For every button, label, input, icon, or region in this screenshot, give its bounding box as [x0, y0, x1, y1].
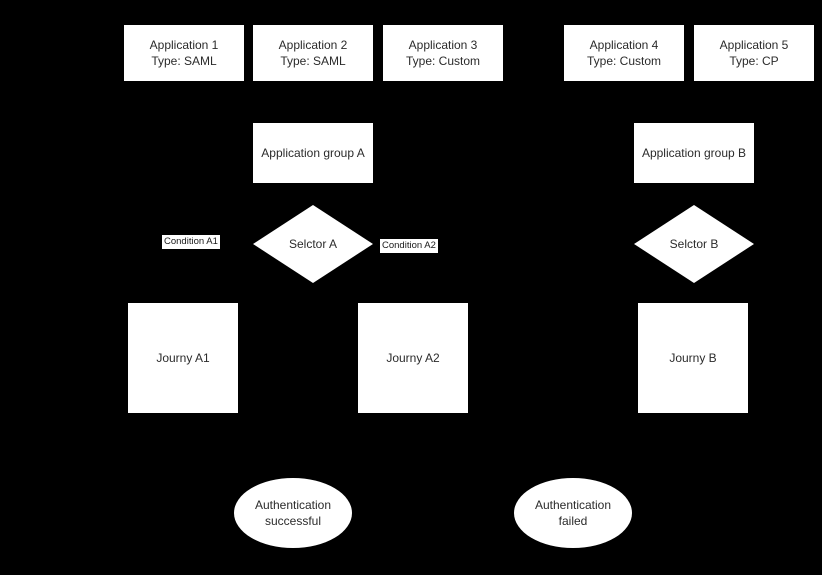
outcome-authentication-failed[interactable]: Authentication failed — [514, 478, 632, 548]
application-node-4-name: Application 4 — [589, 37, 659, 52]
journey-a1-label: Journy A1 — [156, 350, 210, 365]
outcome-failed-line-2: failed — [558, 514, 588, 528]
application-node-2-name: Application 2 — [278, 37, 348, 52]
application-node-1[interactable]: Application 1 Type: SAML — [124, 25, 244, 81]
application-node-3-name: Application 3 — [408, 37, 478, 52]
application-node-5[interactable]: Application 5 Type: CP — [694, 25, 814, 81]
selector-b-label: Selctor B — [669, 236, 719, 251]
application-node-1-type: Type: SAML — [151, 54, 217, 68]
selector-b[interactable]: Selctor B — [634, 205, 754, 283]
condition-label-a2: Condition A2 — [380, 239, 438, 253]
application-group-a[interactable]: Application group A — [253, 123, 373, 183]
application-node-1-text: Application 1 Type: SAML — [124, 37, 244, 69]
application-node-5-text: Application 5 Type: CP — [694, 37, 814, 69]
outcome-successful-line-1: Authentication — [254, 497, 332, 512]
application-group-b-label: Application group B — [641, 145, 747, 160]
application-node-4[interactable]: Application 4 Type: Custom — [564, 25, 684, 81]
outcome-failed-line-1: Authentication — [534, 497, 612, 512]
outcome-successful-line-2: successful — [264, 514, 322, 528]
journey-a1[interactable]: Journy A1 — [128, 303, 238, 413]
application-node-3-type: Type: Custom — [405, 54, 481, 68]
application-node-4-type: Type: Custom — [586, 54, 662, 68]
application-node-2-text: Application 2 Type: SAML — [253, 37, 373, 69]
application-node-1-name: Application 1 — [149, 37, 219, 52]
selector-a[interactable]: Selctor A — [253, 205, 373, 283]
condition-label-a1: Condition A1 — [162, 235, 220, 249]
journey-a2-label: Journy A2 — [386, 350, 440, 365]
outcome-authentication-successful[interactable]: Authentication successful — [234, 478, 352, 548]
application-node-4-text: Application 4 Type: Custom — [564, 37, 684, 69]
application-group-a-label: Application group A — [261, 145, 365, 160]
selector-a-label: Selctor A — [288, 236, 338, 251]
application-node-3[interactable]: Application 3 Type: Custom — [383, 25, 503, 81]
journey-a2[interactable]: Journy A2 — [358, 303, 468, 413]
application-group-b[interactable]: Application group B — [634, 123, 754, 183]
application-node-2-type: Type: SAML — [280, 54, 346, 68]
journey-b-label: Journy B — [669, 350, 717, 365]
outcome-authentication-successful-text: Authentication successful — [234, 497, 352, 529]
application-node-5-name: Application 5 — [719, 37, 789, 52]
application-node-3-text: Application 3 Type: Custom — [383, 37, 503, 69]
journey-b[interactable]: Journy B — [638, 303, 748, 413]
outcome-authentication-failed-text: Authentication failed — [514, 497, 632, 529]
application-node-2[interactable]: Application 2 Type: SAML — [253, 25, 373, 81]
application-node-5-type: Type: CP — [729, 54, 779, 68]
